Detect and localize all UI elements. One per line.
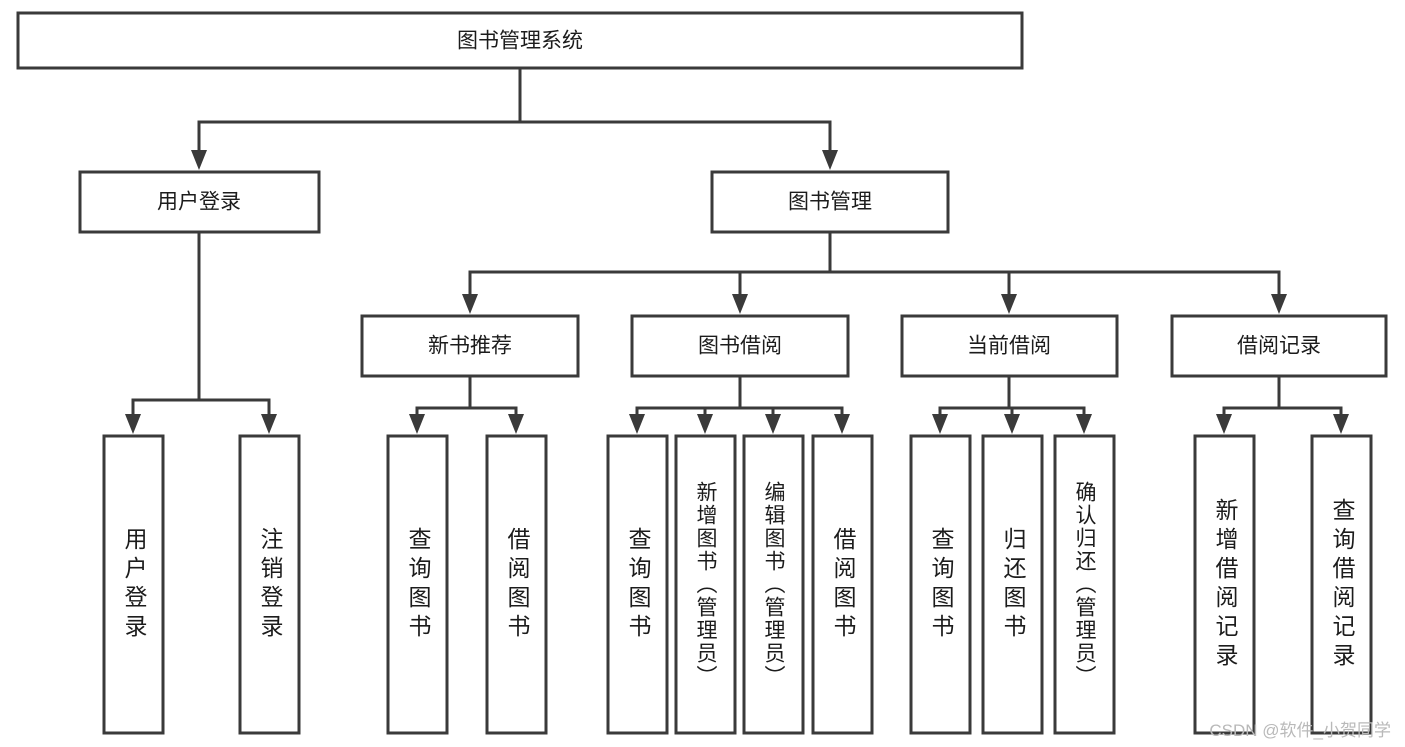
arrow-to-leaf-edit-book [765,414,781,434]
leaf-add-record-box[interactable] [1193,434,1256,735]
leaf-borrow-book[interactable] [811,434,874,735]
node-root-box[interactable] [16,11,1024,70]
arrow-to-book-borrow [732,294,748,314]
leaf-add-book[interactable] [674,434,737,735]
node-root[interactable]: 图书管理系统 [16,11,1024,70]
arrow-to-leaf-return-book [1004,414,1020,434]
leaf-logout[interactable] [238,434,301,735]
leaf-query-book-rec[interactable] [386,434,449,735]
node-new-book-recommend-box[interactable] [360,314,580,378]
node-current-borrow-label: 当前借阅 [967,335,1051,358]
csdn-watermark: CSDN @软件_小贺同学 [1209,721,1391,740]
node-book-borrow-label: 图书借阅 [698,335,782,358]
leaf-query-book-current-box[interactable] [909,434,972,735]
node-new-book-recommend-label: 新书推荐 [428,335,512,358]
node-book-manage[interactable]: 图书管理 [710,170,950,234]
arrow-to-leaf-logout [261,414,277,434]
leaf-logout-box[interactable] [238,434,301,735]
leaf-query-book-current[interactable] [909,434,972,735]
node-borrow-record[interactable]: 借阅记录 [1170,314,1388,378]
arrow-to-leaf-borrow-book [834,414,850,434]
node-borrow-record-box[interactable] [1170,314,1388,378]
node-user-login-label: 用户登录 [157,191,241,214]
node-user-login[interactable]: 用户登录 [78,170,321,234]
arrow-root-to-book-manage [822,150,838,170]
leaf-add-record[interactable] [1193,434,1256,735]
leaf-query-record[interactable] [1310,434,1373,735]
leaf-query-book-borrow-box[interactable] [606,434,669,735]
node-root-label: 图书管理系统 [457,30,583,53]
leaf-edit-book[interactable] [742,434,805,735]
arrow-to-leaf-confirm-return [1076,414,1092,434]
arrow-to-leaf-borrow-book-rec [508,414,524,434]
arrow-to-current-borrow [1001,294,1017,314]
node-book-manage-box[interactable] [710,170,950,234]
leaf-user-login-box[interactable] [102,434,165,735]
node-book-manage-label: 图书管理 [788,191,872,214]
leaf-borrow-book-rec-box[interactable] [485,434,548,735]
leaf-confirm-return-box[interactable] [1053,434,1116,735]
arrow-root-to-user-login [191,150,207,170]
arrow-to-leaf-query-book-borrow [629,414,645,434]
leaf-confirm-return[interactable] [1053,434,1116,735]
leaf-return-book[interactable] [981,434,1044,735]
leaf-return-book-box[interactable] [981,434,1044,735]
connector-layer [125,66,1349,434]
leaf-add-book-box[interactable] [674,434,737,735]
leaf-borrow-book-box[interactable] [811,434,874,735]
arrow-to-leaf-query-book-current [932,414,948,434]
arrow-to-leaf-user-login [125,414,141,434]
arrow-to-leaf-add-record [1216,414,1232,434]
node-user-login-box[interactable] [78,170,321,234]
leaf-query-book-rec-box[interactable] [386,434,449,735]
leaf-query-book-borrow[interactable] [606,434,669,735]
leaf-query-record-box[interactable] [1310,434,1373,735]
leaf-user-login[interactable] [102,434,165,735]
node-book-borrow[interactable]: 图书借阅 [630,314,850,378]
leaf-edit-book-box[interactable] [742,434,805,735]
arrow-to-leaf-add-book [697,414,713,434]
leaf-borrow-book-rec[interactable] [485,434,548,735]
node-current-borrow[interactable]: 当前借阅 [900,314,1119,378]
node-book-borrow-box[interactable] [630,314,850,378]
arrow-to-new-book-recommend [462,294,478,314]
node-borrow-record-label: 借阅记录 [1237,335,1321,358]
node-new-book-recommend[interactable]: 新书推荐 [360,314,580,378]
node-current-borrow-box[interactable] [900,314,1119,378]
arrow-to-leaf-query-record [1333,414,1349,434]
arrow-to-borrow-record [1271,294,1287,314]
arrow-to-leaf-query-book-rec [409,414,425,434]
